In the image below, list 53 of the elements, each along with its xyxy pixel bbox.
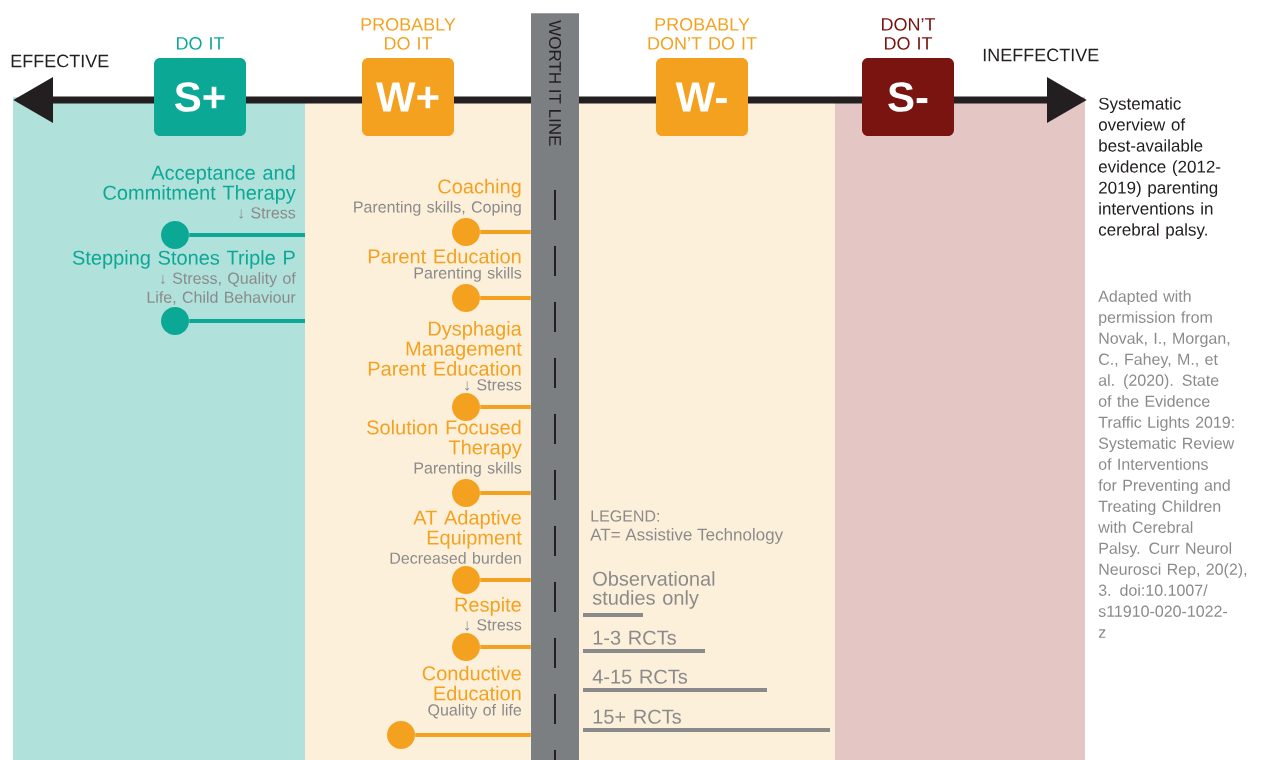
effect-text: Parenting skills [414, 461, 522, 477]
category-badge: W+ [362, 58, 454, 136]
connector-line [415, 733, 531, 737]
dot [161, 221, 189, 249]
effect-text: Parenting skills, Coping [354, 200, 521, 216]
intervention-name: Stepping Stones Triple P [72, 250, 295, 269]
axis-label: INEFFECTIVE [983, 48, 1099, 62]
intervention-name: Dysphagia Management Parent Education [368, 321, 522, 376]
intervention-name: Solution Focused Therapy [367, 419, 522, 459]
effect-text: ↓ Stress [465, 379, 522, 391]
dot [452, 284, 480, 312]
axis-label: EFFECTIVE [11, 54, 109, 68]
category-heading: PROBABLY DON’T DO IT [648, 18, 757, 50]
legend-label: 1-3 RCTs [593, 630, 676, 645]
dot [452, 566, 480, 594]
effect-text: ↓ Stress [239, 207, 296, 219]
category-badge: S- [862, 58, 954, 136]
dot [452, 393, 480, 421]
legend-label: Observational studies only [592, 571, 715, 609]
category-heading: PROBABLY DO IT [361, 18, 456, 50]
intervention-name: Coaching [438, 178, 521, 198]
category-heading: DON’T DO IT [882, 18, 936, 50]
category-badge: W- [656, 58, 748, 136]
connector-line [480, 491, 531, 495]
dot [452, 633, 480, 661]
connector-line [480, 405, 531, 409]
title: Systematic overview of best-available evidence (2012-2019) parenting interventions in cerebral palsy. [1098, 97, 1221, 240]
dot [387, 721, 415, 749]
intervention-name: Conductive Education [422, 665, 521, 701]
legend-label: 15+ RCTs [593, 709, 681, 724]
connector-line [189, 319, 305, 323]
band-text: WORTH IT LINE [549, 20, 562, 146]
intervention-name: Acceptance and Commitment Therapy [103, 165, 296, 204]
intervention-name: AT Adaptive Equipment [413, 510, 522, 549]
dot [452, 479, 480, 507]
intervention-name: Parent Education [368, 248, 521, 264]
connector-line [189, 233, 305, 237]
intervention-name: Respite [455, 597, 521, 616]
connector-line [480, 578, 531, 582]
category-badge: S+ [154, 58, 246, 136]
category-heading: DO IT [177, 37, 225, 50]
dot [452, 218, 480, 246]
effect-text: ↓ Stress [465, 619, 522, 631]
effect-text: ↓ Stress, Quality of Life, Child Behaviour [147, 272, 296, 305]
connector-line [480, 296, 531, 300]
caption: Adapted with permission from Novak, I., Morgan, C., Fahey, M., et al. (2020). State of the Evidence Traffic Lights 2019: Systematic Review of Interventions for Preventing and Treating Children with Cerebral Palsy. Curr Neurol Neurosci Rep, 20(2), 3. doi:10.1007/ s11910-020-1022-z [1098, 290, 1247, 638]
effect-text: Parenting skills [414, 266, 522, 282]
dot [161, 307, 189, 335]
connector-line [480, 230, 531, 234]
connector-line [480, 645, 531, 649]
legend-label: 4-15 RCTs [592, 669, 688, 684]
effect-text: Quality of life [428, 703, 522, 719]
effect-text: Decreased burden [390, 552, 521, 564]
